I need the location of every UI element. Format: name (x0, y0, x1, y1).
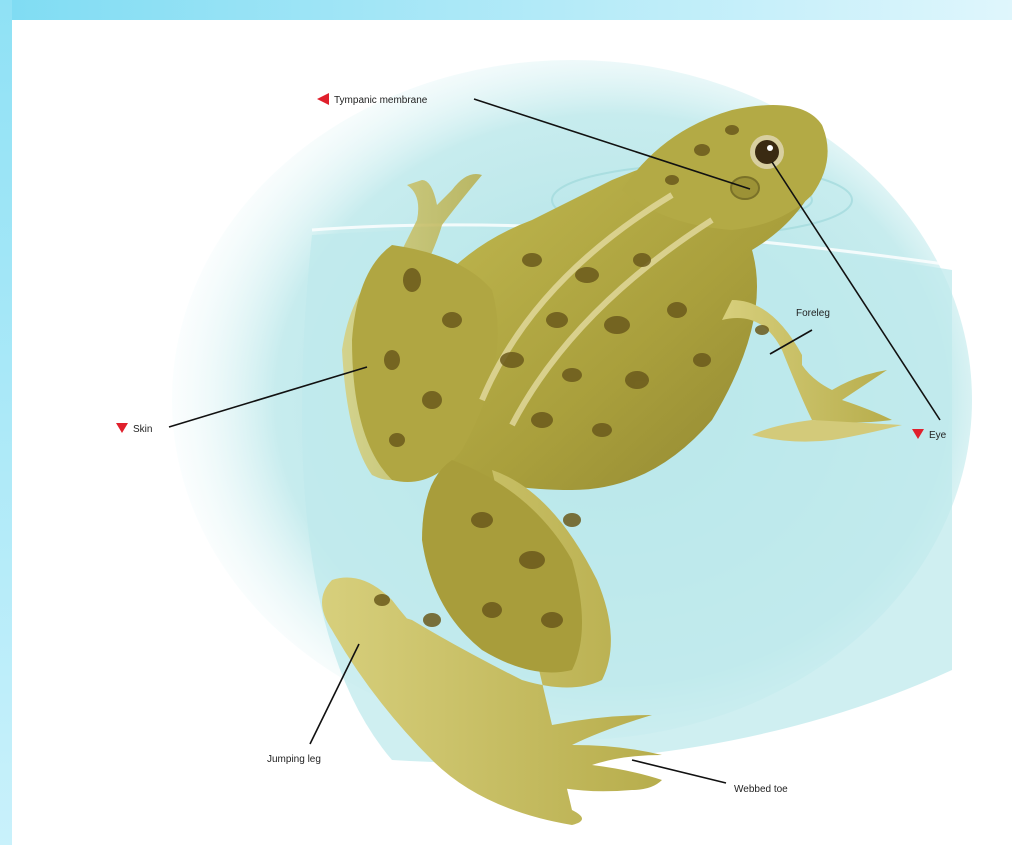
callout-tympanic-membrane: Tympanic membrane (317, 93, 428, 106)
frog-diagram: Tympanic membrane Foreleg Skin Eye Jumpi… (12, 20, 1012, 845)
label-skin: Skin (133, 424, 152, 435)
red-marker-icon (116, 423, 128, 433)
callout-skin: Skin (116, 423, 152, 435)
label-eye: Eye (929, 430, 947, 441)
callout-webbed-toe: Webbed toe (734, 784, 788, 795)
label-jumping-leg: Jumping leg (267, 754, 321, 765)
callout-jumping-leg: Jumping leg (267, 754, 321, 765)
label-webbed-toe: Webbed toe (734, 784, 788, 795)
slide-frame-left (0, 0, 12, 845)
callout-foreleg: Foreleg (796, 308, 830, 319)
label-tympanic-membrane: Tympanic membrane (334, 95, 428, 106)
diagram-panel: Tympanic membrane Foreleg Skin Eye Jumpi… (12, 20, 1012, 845)
label-foreleg: Foreleg (796, 308, 830, 319)
red-marker-icon (317, 93, 329, 105)
slide-frame-top (0, 0, 1012, 20)
